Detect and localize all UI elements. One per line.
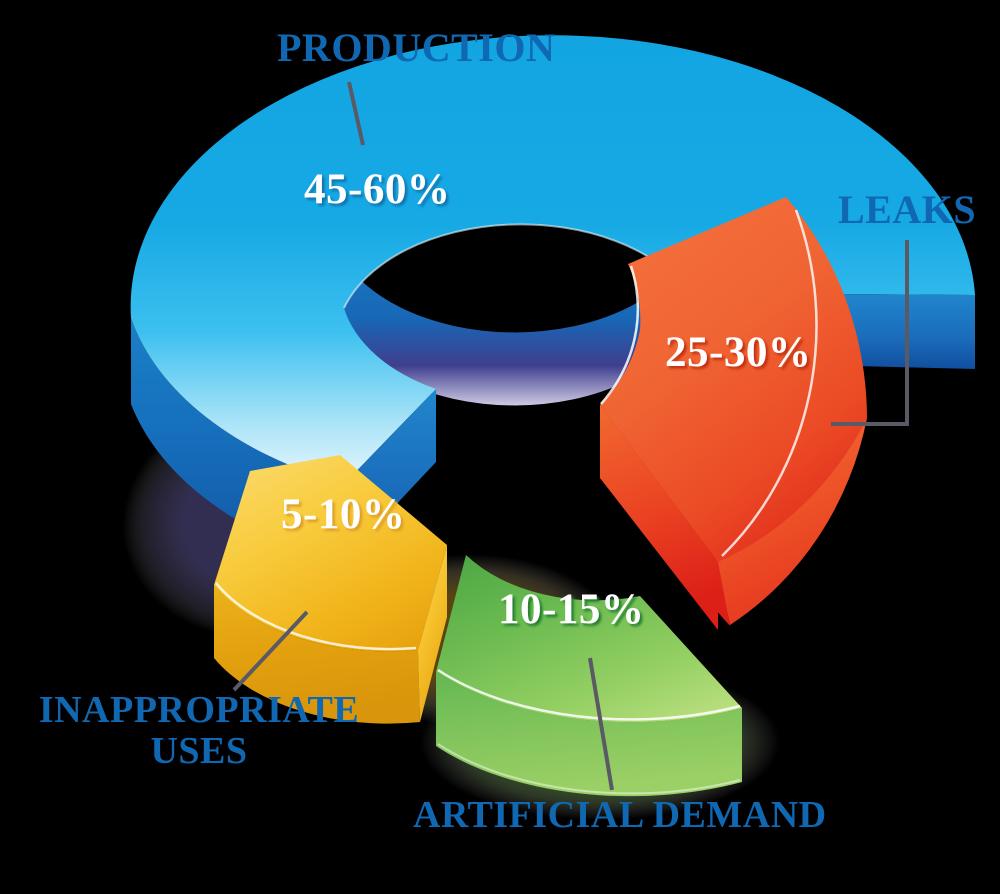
value-artificial: 10-15% (498, 586, 644, 633)
leaks-arc-outer (721, 209, 818, 557)
leader-production (347, 81, 365, 146)
leader-inappropriate (232, 610, 309, 692)
leaks-arc-inner (600, 265, 640, 405)
leader-leaks (831, 240, 909, 426)
slice-artificial-demand[interactable] (436, 555, 742, 797)
slice-inappropriate-uses[interactable] (214, 455, 447, 724)
leaks-top-face (600, 197, 867, 562)
label-inappropriate-line2: USES (150, 730, 248, 773)
production-top-face (130, 35, 976, 485)
leader-artificial (588, 657, 614, 791)
label-inappropriate-uses[interactable]: INAPPROPRIATE USES (24, 689, 374, 773)
label-leaks[interactable]: LEAKS (838, 187, 977, 232)
inappropriate-right-wall (418, 545, 447, 722)
production-inner-wall (330, 224, 683, 406)
artificial-top-face (436, 555, 742, 723)
label-inappropriate-line1: INAPPROPRIATE (38, 689, 360, 731)
value-production: 45-60% (304, 166, 450, 213)
leaks-front-wall (600, 405, 718, 630)
slice-leaks[interactable] (600, 197, 867, 630)
artificial-arc-bottom (437, 743, 741, 795)
inappropriate-arc (215, 582, 417, 651)
label-artificial-demand[interactable]: ARTIFICIAL DEMAND (413, 794, 827, 836)
artificial-arc (437, 668, 741, 721)
leader-lines (232, 81, 909, 791)
value-inappropriate: 5-10% (281, 491, 405, 538)
label-production[interactable]: PRODUCTION (277, 25, 556, 70)
inappropriate-front-wall (214, 585, 420, 724)
inappropriate-top-face (214, 455, 447, 652)
value-leaks: 25-30% (665, 329, 811, 376)
artificial-front-wall (436, 672, 742, 797)
